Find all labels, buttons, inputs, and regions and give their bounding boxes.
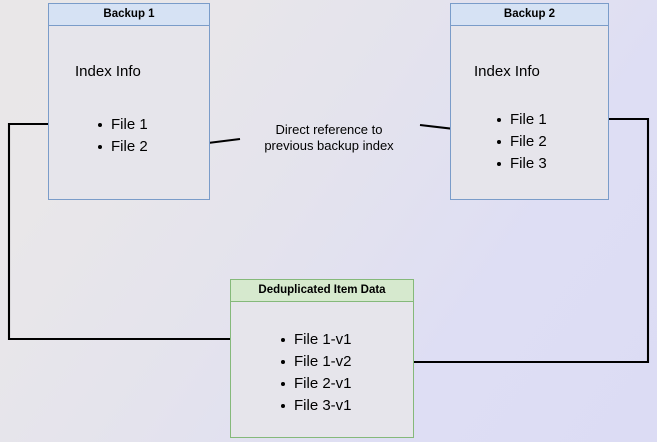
list-item: File 2-v1 xyxy=(280,373,352,395)
edge-label-direct-reference: Direct reference to previous backup inde… xyxy=(246,122,412,154)
node-backup2-body: Index Info File 1 File 2 File 3 xyxy=(451,26,608,199)
list-item: File 3 xyxy=(496,153,547,175)
node-deduplicated-item-data-header: Deduplicated Item Data xyxy=(231,280,413,302)
node-backup1-header: Backup 1 xyxy=(49,4,209,26)
list-item: File 3-v1 xyxy=(280,395,352,417)
node-backup2-index-label: Index Info xyxy=(474,63,540,80)
node-backup2-header: Backup 2 xyxy=(451,4,608,26)
list-item: File 2 xyxy=(496,131,547,153)
node-backup1-index-label: Index Info xyxy=(75,63,141,80)
list-item: File 1 xyxy=(97,114,148,136)
list-item: File 1-v1 xyxy=(280,329,352,351)
node-backup2-file-list: File 1 File 2 File 3 xyxy=(496,109,547,175)
edge-label-line-1: Direct reference to xyxy=(275,122,383,137)
node-backup1-body: Index Info File 1 File 2 xyxy=(49,26,209,199)
list-item: File 2 xyxy=(97,136,148,158)
node-backup2[interactable]: Backup 2 Index Info File 1 File 2 File 3 xyxy=(450,3,609,200)
node-backup1[interactable]: Backup 1 Index Info File 1 File 2 xyxy=(48,3,210,200)
list-item: File 1-v2 xyxy=(280,351,352,373)
node-deduplicated-file-list: File 1-v1 File 1-v2 File 2-v1 File 3-v1 xyxy=(280,329,352,417)
edge-label-line-2: previous backup index xyxy=(264,138,394,153)
node-deduplicated-item-data-body: File 1-v1 File 1-v2 File 2-v1 File 3-v1 xyxy=(231,302,413,437)
list-item: File 1 xyxy=(496,109,547,131)
node-deduplicated-item-data[interactable]: Deduplicated Item Data File 1-v1 File 1-… xyxy=(230,279,414,438)
node-backup1-file-list: File 1 File 2 xyxy=(97,114,148,158)
